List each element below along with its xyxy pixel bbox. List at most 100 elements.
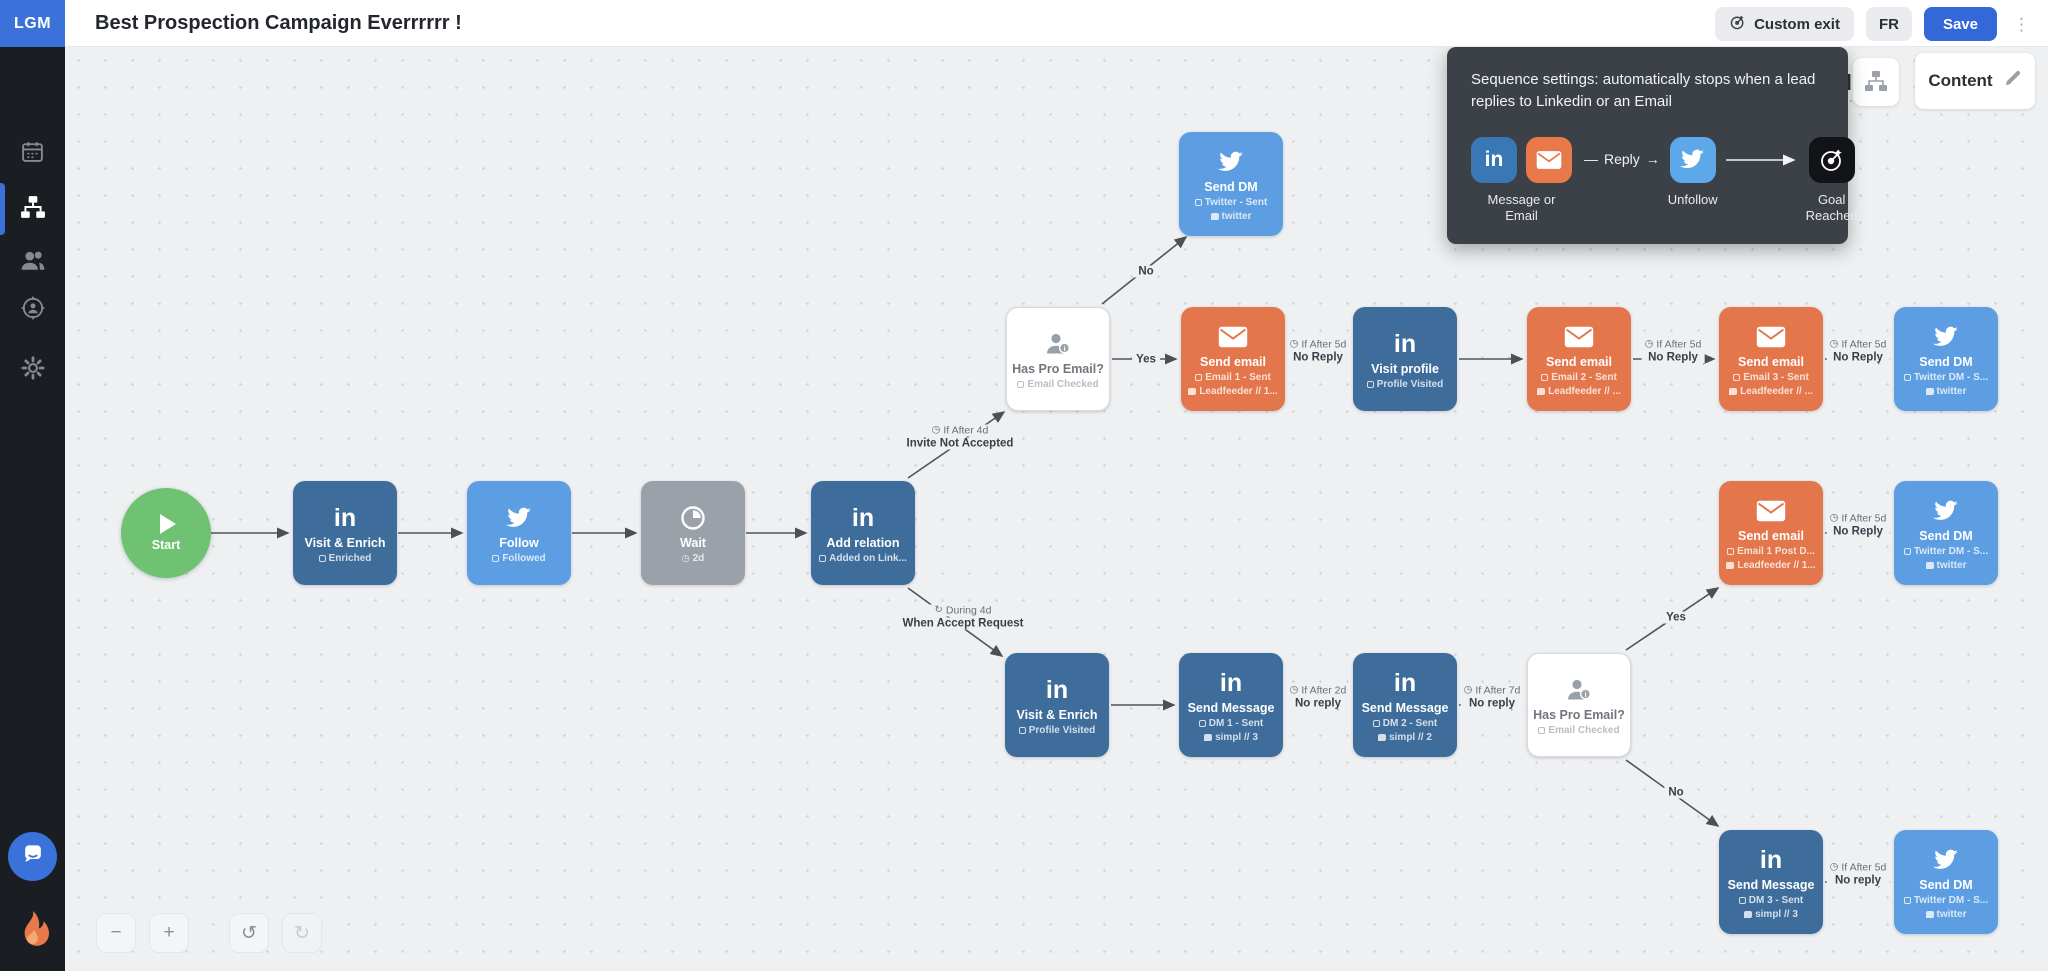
custom-exit-button[interactable]: Custom exit <box>1715 7 1854 41</box>
linkedin-icon: in <box>1393 329 1417 358</box>
edge-label-no-reply-7: ◷If After 5d No reply <box>1826 861 1890 887</box>
clock-icon: ◷ <box>1829 338 1839 350</box>
twitter-icon <box>1933 321 1959 353</box>
minimap-button[interactable] <box>1853 58 1899 106</box>
status-badge-icon <box>1903 897 1911 904</box>
sidebar-item-sequence[interactable] <box>0 185 65 233</box>
streak-flame-icon[interactable] <box>13 909 53 958</box>
arrow-line <box>1725 153 1796 166</box>
status-badge-icon <box>1541 374 1549 381</box>
campaign-title: Best Prospection Campaign Everrrrrr ! <box>95 12 462 34</box>
node-send-dm-2[interactable]: Send DM Twitter DM - S... twitter <box>1894 481 1998 585</box>
language-button[interactable]: FR <box>1865 7 1912 41</box>
identity-bubble-icon <box>1210 213 1219 220</box>
sequence-flow-icon <box>20 194 46 225</box>
edge-label-no: No <box>1134 265 1158 278</box>
status-badge-icon <box>492 555 500 562</box>
email-icon <box>1526 136 1572 183</box>
save-button[interactable]: Save <box>1923 7 1997 41</box>
chat-bubble-icon <box>18 839 48 874</box>
edge-label-when-accept-request: ↻During 4d When Accept Request <box>898 604 1028 630</box>
edge-label-no-reply-6: ◷If After 5d No Reply <box>1826 512 1890 538</box>
node-send-dm-top[interactable]: Send DM Twitter - Sent twitter <box>1179 132 1283 236</box>
node-send-message-2[interactable]: in Send Message DM 2 - Sent simpl // 2 <box>1353 653 1457 757</box>
edge-label-no-reply-1: ◷If After 5d No Reply <box>1286 338 1350 364</box>
sitemap-icon <box>1864 69 1888 96</box>
active-indicator <box>0 183 5 235</box>
identity-bubble-icon <box>1729 388 1738 395</box>
status-badge-icon <box>1194 199 1202 206</box>
sidebar-item-settings[interactable] <box>0 346 65 394</box>
node-wait[interactable]: Wait ◷2d <box>641 481 745 585</box>
node-start[interactable]: Start <box>121 488 211 578</box>
person-info-icon: i <box>1564 674 1594 706</box>
linkedin-icon: in <box>851 503 875 532</box>
node-send-email-1[interactable]: Send email Email 1 - Sent Leadfeeder // … <box>1181 307 1285 411</box>
sequence-settings-tooltip: Sequence settings: automatically stops w… <box>1447 47 1858 244</box>
support-chat-button[interactable] <box>8 832 57 881</box>
edge-label-yes-2: Yes <box>1662 611 1690 624</box>
identity-bubble-icon <box>1925 388 1934 395</box>
zoom-in-button[interactable]: + <box>149 913 189 953</box>
clock-icon <box>680 502 706 534</box>
sidebar-item-leads[interactable] <box>0 238 65 286</box>
top-bar: LGM Best Prospection Campaign Everrrrrr … <box>0 0 2048 47</box>
dart-target-icon <box>1729 13 1747 35</box>
node-send-email-2[interactable]: Send email Email 2 - Sent Leadfeeder // … <box>1527 307 1631 411</box>
undo-button[interactable]: ↺ <box>229 913 269 953</box>
sidebar-item-calendar[interactable] <box>0 130 65 178</box>
status-badge-icon <box>1538 727 1546 734</box>
identity-bubble-icon <box>1744 911 1753 918</box>
twitter-icon <box>1933 844 1959 876</box>
node-send-dm-3[interactable]: Send DM Twitter DM - S... twitter <box>1894 830 1998 934</box>
email-icon <box>1756 321 1786 353</box>
edge-label-no-reply-5: ◷If After 7d No reply <box>1460 684 1524 710</box>
node-send-email-post[interactable]: Send email Email 1 Post D... Leadfeeder … <box>1719 481 1823 585</box>
edge-label-yes: Yes <box>1132 353 1160 366</box>
clock-icon: ◷ <box>1644 338 1654 350</box>
email-icon <box>1756 495 1786 527</box>
node-send-message-3[interactable]: in Send Message DM 3 - Sent simpl // 3 <box>1719 830 1823 934</box>
clock-icon: ◷ <box>1463 684 1473 696</box>
settings-gear-icon <box>20 355 46 386</box>
linkedin-icon: in <box>1759 845 1783 874</box>
redo-button[interactable]: ↻ <box>282 913 322 953</box>
node-visit-profile[interactable]: in Visit profile Profile Visited <box>1353 307 1457 411</box>
edge-label-no-reply-4: ◷If After 2d No reply <box>1286 684 1350 710</box>
canvas-controls: − + ↺ ↻ <box>96 913 322 953</box>
clock-icon: ◷ <box>1829 861 1839 873</box>
node-has-pro-email-2[interactable]: i Has Pro Email? Email Checked <box>1527 653 1631 757</box>
more-menu-icon[interactable]: ⋮ <box>2013 14 2030 34</box>
clock-icon: ◷ <box>931 424 941 436</box>
clock-icon: ◷ <box>1829 512 1839 524</box>
status-badge-icon <box>318 555 326 562</box>
node-has-pro-email-1[interactable]: i Has Pro Email? Email Checked <box>1006 307 1110 411</box>
status-badge-icon <box>1903 548 1911 555</box>
email-icon <box>1218 321 1248 353</box>
clock-icon: ◷ <box>681 552 690 563</box>
status-badge-icon <box>1733 374 1741 381</box>
reply-arrow: —Reply→ <box>1584 150 1660 167</box>
clock-icon: ◷ <box>1289 338 1299 350</box>
node-send-message-1[interactable]: in Send Message DM 1 - Sent simpl // 3 <box>1179 653 1283 757</box>
linkedin-icon: in <box>1219 668 1243 697</box>
goal-target-icon <box>1808 136 1855 183</box>
svg-text:i: i <box>1063 344 1065 353</box>
node-visit-enrich-1[interactable]: in Visit & Enrich Enriched <box>293 481 397 585</box>
play-icon <box>160 514 176 534</box>
identity-bubble-icon <box>1378 734 1387 741</box>
status-badge-icon <box>1727 548 1735 555</box>
identity-bubble-icon <box>1925 911 1934 918</box>
node-follow[interactable]: Follow Followed <box>467 481 571 585</box>
zoom-out-button[interactable]: − <box>96 913 136 953</box>
node-send-dm-1[interactable]: Send DM Twitter DM - S... twitter <box>1894 307 1998 411</box>
status-badge-icon <box>1903 374 1911 381</box>
sidebar-item-audience[interactable] <box>0 286 65 334</box>
identity-bubble-icon <box>1925 562 1934 569</box>
node-send-email-3[interactable]: Send email Email 3 - Sent Leadfeeder // … <box>1719 307 1823 411</box>
content-button[interactable]: Content <box>1915 53 2035 109</box>
linkedin-icon: in <box>1393 668 1417 697</box>
node-visit-enrich-2[interactable]: in Visit & Enrich Profile Visited <box>1005 653 1109 757</box>
refresh-icon: ↻ <box>934 604 943 616</box>
node-add-relation[interactable]: in Add relation Added on Link... <box>811 481 915 585</box>
